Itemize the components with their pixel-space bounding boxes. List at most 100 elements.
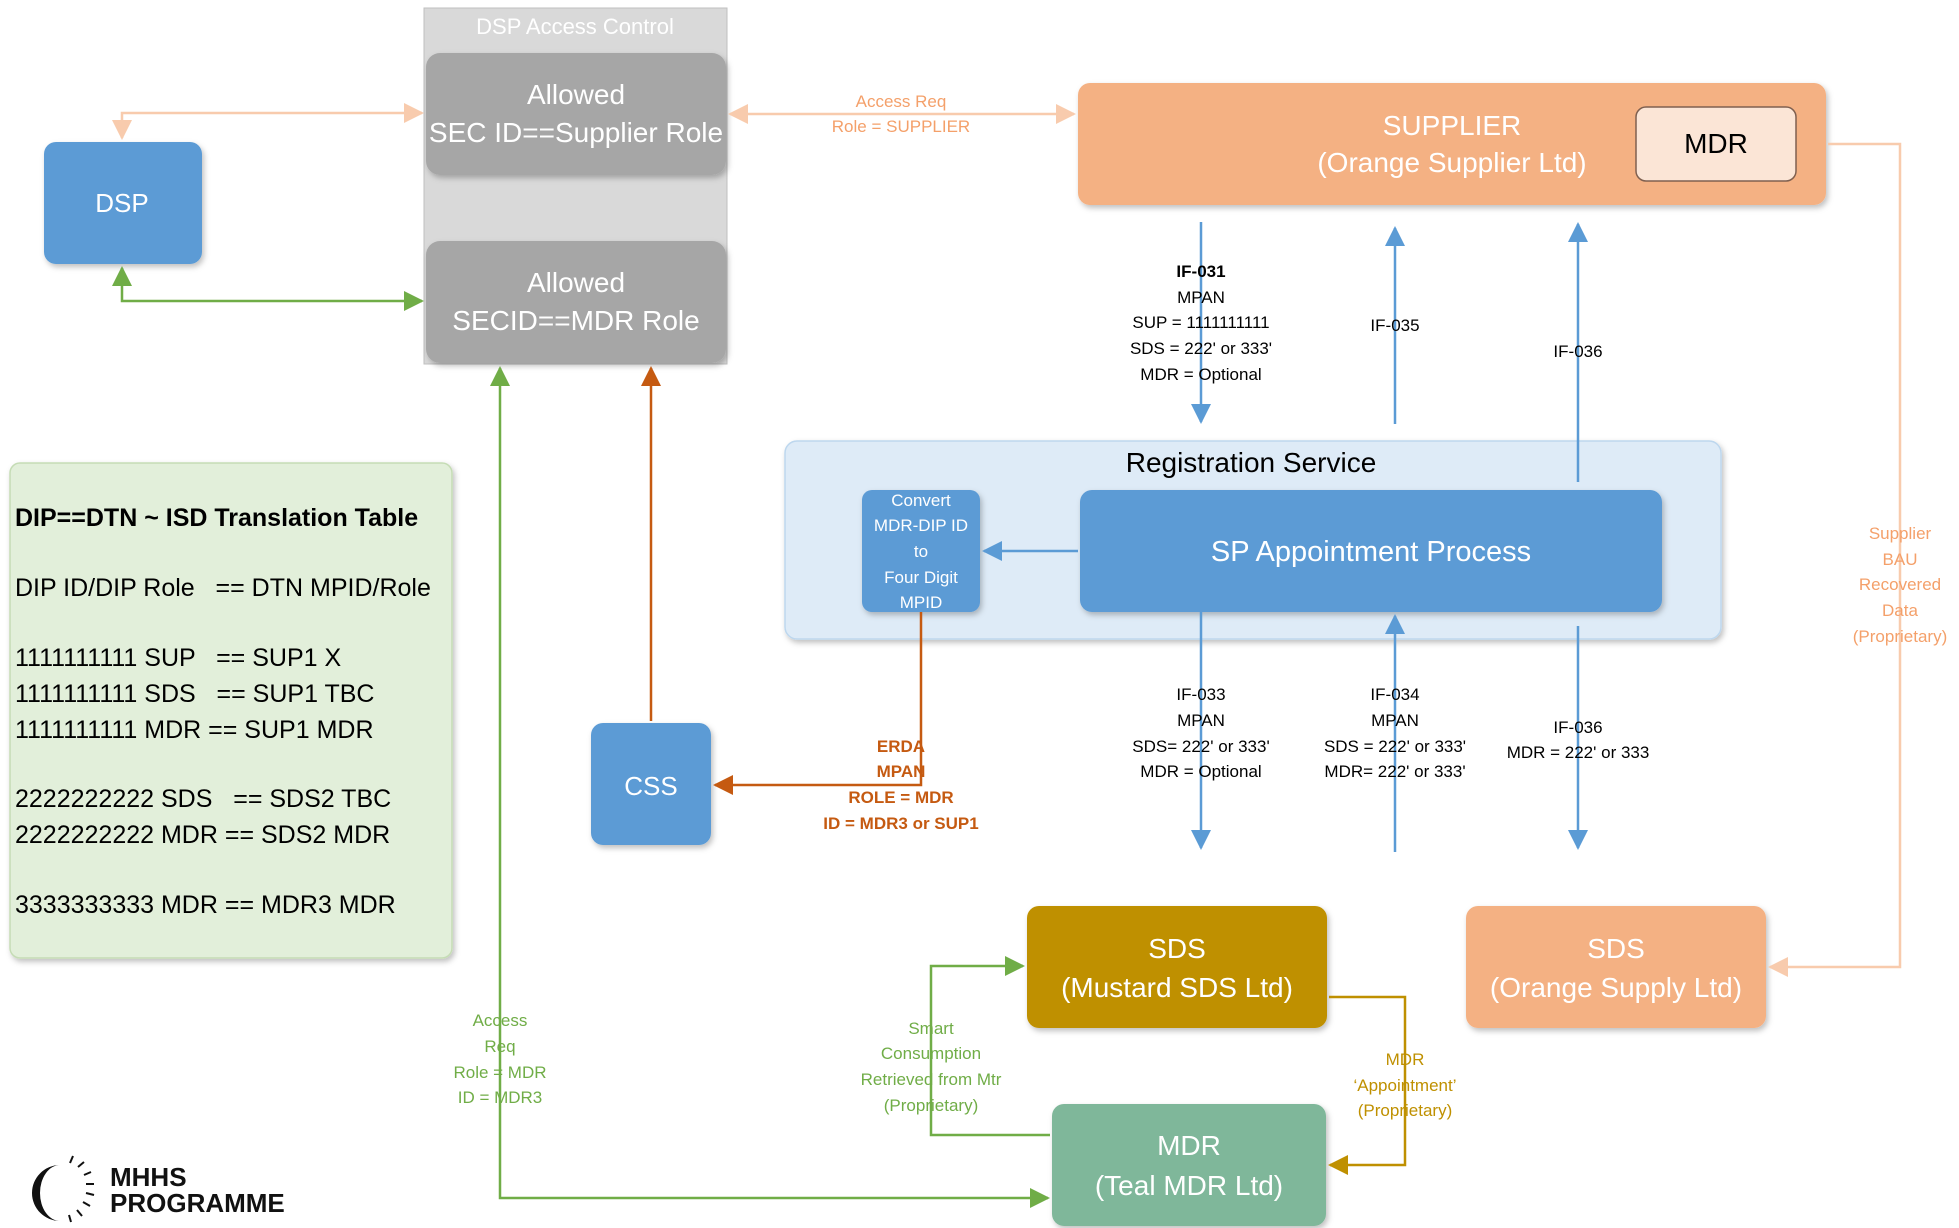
access-control-title: DSP Access Control bbox=[476, 14, 674, 39]
svg-text:MDR = Optional: MDR = Optional bbox=[1140, 762, 1261, 781]
if035-label: IF-035 bbox=[1370, 316, 1419, 335]
dsp-supplier-access-arrow bbox=[112, 103, 424, 140]
svg-text:SDS = 222' or 333': SDS = 222' or 333' bbox=[1130, 339, 1272, 358]
svg-text:MDR= 222' or 333': MDR= 222' or 333' bbox=[1324, 762, 1465, 781]
dsp-access-control: DSP Access Control Allowed SEC ID==Suppl… bbox=[423, 7, 728, 365]
allowed-supplier-role-box[interactable]: Allowed SEC ID==Supplier Role bbox=[426, 53, 726, 175]
svg-text:Supplier: Supplier bbox=[1869, 524, 1932, 543]
svg-text:ID = MDR3 or SUP1: ID = MDR3 or SUP1 bbox=[823, 814, 978, 833]
svg-text:SUP = 1111111111: SUP = 1111111111 bbox=[1132, 313, 1269, 332]
smart-consumption-arrow bbox=[929, 956, 1050, 1137]
allowed-mdr-line-2: SECID==MDR Role bbox=[452, 305, 699, 336]
svg-text:MPAN: MPAN bbox=[877, 762, 926, 781]
sds-orange-box[interactable]: SDS (Orange Supply Ltd) bbox=[1466, 906, 1766, 1028]
translation-row: 2222222222 SDS == SDS2 TBC bbox=[15, 785, 391, 813]
mdr-appointment-arrow bbox=[1328, 995, 1407, 1175]
convert-line-1: Convert bbox=[891, 491, 951, 510]
svg-text:Req: Req bbox=[484, 1037, 515, 1056]
supplier-bau-label: Supplier BAU Recovered Data (Proprietary… bbox=[1853, 524, 1947, 646]
allowed-mdr-role-box[interactable]: Allowed SECID==MDR Role bbox=[426, 241, 726, 363]
supplier-line-2: (Orange Supplier Ltd) bbox=[1317, 147, 1586, 178]
svg-text:(Proprietary): (Proprietary) bbox=[1853, 627, 1947, 646]
svg-text:IF-034: IF-034 bbox=[1370, 685, 1419, 704]
translation-table: DIP==DTN ~ ISD Translation Table DIP ID/… bbox=[9, 462, 453, 959]
svg-text:Access Req: Access Req bbox=[856, 92, 947, 111]
translation-table-header: DIP ID/DIP Role == DTN MPID/Role bbox=[15, 574, 431, 602]
svg-text:Role = MDR: Role = MDR bbox=[453, 1063, 546, 1082]
mdr-teal-box[interactable]: MDR (Teal MDR Ltd) bbox=[1052, 1104, 1326, 1226]
supplier-mdr-box[interactable]: MDR bbox=[1635, 106, 1797, 182]
translation-row: 2222222222 MDR == SDS2 MDR bbox=[15, 821, 390, 849]
dsp-label: DSP bbox=[95, 188, 148, 218]
logo-line-2: PROGRAMME bbox=[110, 1188, 285, 1218]
if033-label: IF-033 MPAN SDS= 222' or 333' MDR = Opti… bbox=[1132, 685, 1269, 781]
svg-text:ID = MDR3: ID = MDR3 bbox=[458, 1088, 543, 1107]
allowed-mdr-line-1: Allowed bbox=[527, 267, 625, 298]
mdr-teal-line-2: (Teal MDR Ltd) bbox=[1095, 1170, 1283, 1201]
allowed-supplier-line-1: Allowed bbox=[527, 79, 625, 110]
access-req-supplier-label: Access Req Role = SUPPLIER bbox=[832, 92, 970, 136]
svg-text:Role = SUPPLIER: Role = SUPPLIER bbox=[832, 117, 970, 136]
svg-text:(Proprietary): (Proprietary) bbox=[1358, 1101, 1452, 1120]
registration-service: Registration Service SP Appointment Proc… bbox=[784, 440, 1722, 640]
svg-text:MDR: MDR bbox=[1386, 1050, 1425, 1069]
sds-orange-line-1: SDS bbox=[1587, 933, 1645, 964]
logo-line-1: MHHS bbox=[110, 1162, 187, 1192]
translation-row: 1111111111 SUP == SUP1 X bbox=[15, 644, 341, 672]
css-label: CSS bbox=[624, 771, 677, 801]
sp-appointment-process-box[interactable]: SP Appointment Process bbox=[1080, 490, 1662, 612]
svg-text:Retrieved from Mtr: Retrieved from Mtr bbox=[861, 1070, 1002, 1089]
sp-appointment-process-label: SP Appointment Process bbox=[1211, 536, 1531, 568]
sds-mustard-box[interactable]: SDS (Mustard SDS Ltd) bbox=[1027, 906, 1327, 1028]
supplier-mdr-label: MDR bbox=[1684, 128, 1748, 159]
erda-arrow bbox=[713, 612, 923, 795]
dsp-box[interactable]: DSP bbox=[44, 142, 202, 264]
if036-bottom-label: IF-036 MDR = 222' or 333 bbox=[1507, 718, 1650, 762]
css-box[interactable]: CSS bbox=[591, 723, 711, 845]
sds-mustard-line-1: SDS bbox=[1148, 933, 1206, 964]
svg-text:IF-036: IF-036 bbox=[1553, 718, 1602, 737]
svg-text:Smart: Smart bbox=[908, 1019, 954, 1038]
svg-text:MPAN: MPAN bbox=[1371, 711, 1419, 730]
convert-line-4: Four Digit bbox=[884, 568, 958, 587]
svg-text:BAU: BAU bbox=[1883, 550, 1918, 569]
svg-text:ROLE = MDR: ROLE = MDR bbox=[848, 788, 953, 807]
svg-text:MDR = 222' or 333: MDR = 222' or 333 bbox=[1507, 743, 1650, 762]
mdr-access-req-arrow bbox=[490, 366, 1050, 1208]
svg-text:Recovered: Recovered bbox=[1859, 575, 1941, 594]
mhhs-logo: MHHS PROGRAMME bbox=[32, 1155, 285, 1223]
if031-label: IF-031 MPAN SUP = 1111111111 SDS = 222' … bbox=[1130, 262, 1272, 384]
svg-text:MPAN: MPAN bbox=[1177, 288, 1225, 307]
translation-row: 1111111111 MDR == SUP1 MDR bbox=[15, 716, 374, 744]
svg-text:MDR = Optional: MDR = Optional bbox=[1140, 365, 1261, 384]
svg-text:IF-031: IF-031 bbox=[1176, 262, 1225, 281]
convert-mpid-box[interactable]: Convert MDR-DIP ID to Four Digit MPID bbox=[862, 490, 980, 612]
sun-logo-icon bbox=[32, 1155, 95, 1223]
access-req-mdr-label: Access Req Role = MDR ID = MDR3 bbox=[453, 1011, 546, 1107]
svg-text:SDS = 222' or 333': SDS = 222' or 333' bbox=[1324, 737, 1466, 756]
erda-label: ERDA MPAN ROLE = MDR ID = MDR3 or SUP1 bbox=[823, 737, 978, 833]
mdr-appointment-label: MDR ‘Appointment’ (Proprietary) bbox=[1353, 1050, 1456, 1120]
supplier-bau-arrow bbox=[1768, 142, 1902, 977]
svg-text:IF-033: IF-033 bbox=[1176, 685, 1225, 704]
translation-table-title: DIP==DTN ~ ISD Translation Table bbox=[15, 504, 418, 532]
svg-text:MPAN: MPAN bbox=[1177, 711, 1225, 730]
if034-label: IF-034 MPAN SDS = 222' or 333' MDR= 222'… bbox=[1324, 685, 1466, 781]
convert-line-5: MPID bbox=[900, 593, 943, 612]
registration-service-title: Registration Service bbox=[1126, 447, 1377, 478]
mdr-teal-line-1: MDR bbox=[1157, 1130, 1221, 1161]
svg-text:Access: Access bbox=[473, 1011, 528, 1030]
svg-text:SDS= 222' or 333': SDS= 222' or 333' bbox=[1132, 737, 1269, 756]
sds-mustard-line-2: (Mustard SDS Ltd) bbox=[1061, 972, 1293, 1003]
supplier-line-1: SUPPLIER bbox=[1383, 110, 1522, 141]
allowed-supplier-line-2: SEC ID==Supplier Role bbox=[429, 117, 723, 148]
sds-orange-line-2: (Orange Supply Ltd) bbox=[1490, 972, 1742, 1003]
svg-text:Consumption: Consumption bbox=[881, 1044, 981, 1063]
supplier-box[interactable]: SUPPLIER (Orange Supplier Ltd) MDR bbox=[1078, 83, 1826, 205]
translation-row: 1111111111 SDS == SUP1 TBC bbox=[15, 680, 374, 708]
convert-line-3: to bbox=[914, 542, 928, 561]
svg-text:ERDA: ERDA bbox=[877, 737, 925, 756]
dsp-mdr-access-arrow bbox=[112, 266, 424, 311]
smart-consumption-label: Smart Consumption Retrieved from Mtr (Pr… bbox=[861, 1019, 1002, 1115]
